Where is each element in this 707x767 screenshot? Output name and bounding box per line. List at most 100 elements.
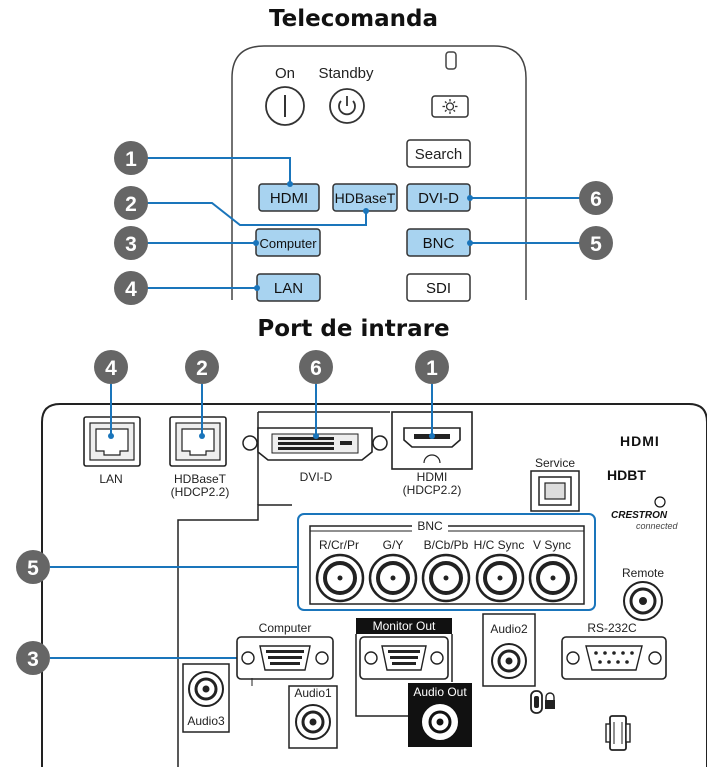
remote-port[interactable] bbox=[623, 581, 663, 621]
audio2-label: Audio2 bbox=[490, 622, 528, 636]
callout-3-remote: 3 bbox=[114, 226, 148, 260]
audio-out-label: Audio Out bbox=[413, 685, 467, 699]
callout-1-remote: 1 bbox=[114, 141, 148, 175]
audio-out-port[interactable] bbox=[422, 704, 458, 740]
bnc-hcsync-label: H/C Sync bbox=[474, 538, 525, 552]
svg-text:5: 5 bbox=[27, 557, 39, 580]
svg-text:2: 2 bbox=[196, 357, 208, 380]
bnc-bcbpb-port[interactable] bbox=[421, 553, 471, 603]
hdmi-port-label: HDMI bbox=[417, 470, 448, 484]
sdi-button[interactable]: SDI bbox=[406, 273, 471, 302]
crestron-logo: CRESTRON connected bbox=[611, 496, 679, 531]
security-slot-icon bbox=[530, 690, 543, 714]
svg-text:connected: connected bbox=[636, 521, 679, 531]
search-button[interactable]: Search bbox=[406, 139, 471, 168]
on-label: On bbox=[275, 65, 295, 82]
svg-text:6: 6 bbox=[310, 357, 322, 380]
standby-button[interactable] bbox=[329, 88, 365, 124]
svg-text:Computer: Computer bbox=[259, 236, 317, 251]
svg-text:1: 1 bbox=[125, 148, 137, 171]
hdmi-button[interactable]: HDMI bbox=[258, 183, 320, 212]
dvid-button[interactable]: DVI-D bbox=[406, 183, 471, 212]
callout-2-ports: 2 bbox=[185, 350, 219, 384]
indicator-icon bbox=[445, 51, 457, 70]
svg-text:BNC: BNC bbox=[423, 235, 455, 252]
dvid-port-label: DVI-D bbox=[300, 470, 333, 484]
audio1-label: Audio1 bbox=[294, 686, 332, 700]
brightness-button[interactable] bbox=[431, 95, 469, 118]
rs232c-label: RS-232C bbox=[587, 621, 637, 635]
bnc-vsync-label: V Sync bbox=[533, 538, 571, 552]
hdbaset-port-label: HDBaseT bbox=[174, 472, 227, 486]
callout-1-ports: 1 bbox=[415, 350, 449, 384]
callout-6-ports: 6 bbox=[299, 350, 333, 384]
svg-text:3: 3 bbox=[27, 648, 39, 671]
svg-text:CRESTRON: CRESTRON bbox=[611, 510, 668, 521]
callout-4-remote: 4 bbox=[114, 271, 148, 305]
computer-button[interactable]: Computer bbox=[255, 228, 321, 257]
monitor-out-port[interactable] bbox=[359, 636, 449, 680]
power-icon bbox=[338, 100, 356, 116]
hdbaset-logo: HDBT bbox=[607, 467, 646, 483]
svg-text:4: 4 bbox=[125, 278, 137, 301]
callout-5-remote: 5 bbox=[579, 226, 613, 260]
audio2-port[interactable] bbox=[491, 643, 527, 679]
bnc-hcsync-port[interactable] bbox=[475, 553, 525, 603]
svg-text:DVI-D: DVI-D bbox=[418, 190, 459, 207]
svg-text:3: 3 bbox=[125, 233, 137, 256]
callout-4-ports: 4 bbox=[94, 350, 128, 384]
svg-text:2: 2 bbox=[125, 193, 137, 216]
lan-button[interactable]: LAN bbox=[256, 273, 321, 302]
bnc-button[interactable]: BNC bbox=[406, 228, 471, 257]
sun-icon bbox=[442, 99, 458, 114]
hdbaset-button[interactable]: HDBaseT bbox=[332, 183, 398, 212]
callout-3-ports: 3 bbox=[16, 641, 50, 675]
remote-title: Telecomanda bbox=[269, 6, 438, 32]
security-bar-icon bbox=[605, 715, 631, 751]
rs232c-port[interactable] bbox=[561, 636, 667, 680]
dvid-port[interactable] bbox=[242, 427, 388, 461]
svg-text:5: 5 bbox=[590, 233, 602, 256]
audio3-port[interactable] bbox=[188, 671, 224, 707]
hdmi-port-sublabel: (HDCP2.2) bbox=[403, 483, 462, 497]
lock-icon bbox=[545, 692, 555, 709]
remote-port-label: Remote bbox=[622, 566, 664, 580]
audio3-label: Audio3 bbox=[187, 714, 225, 728]
remote-leader-lines bbox=[145, 157, 580, 289]
monitor-out-label: Monitor Out bbox=[373, 619, 436, 633]
svg-text:Search: Search bbox=[415, 146, 463, 163]
computer-port[interactable] bbox=[236, 636, 334, 680]
bnc-gy-label: G/Y bbox=[383, 538, 404, 552]
callout-6-remote: 6 bbox=[579, 181, 613, 215]
hdmi-logo: HDMI bbox=[620, 433, 660, 449]
svg-text:HDBaseT: HDBaseT bbox=[335, 190, 396, 206]
standby-label: Standby bbox=[318, 65, 374, 82]
svg-text:6: 6 bbox=[590, 188, 602, 211]
svg-text:4: 4 bbox=[105, 357, 117, 380]
bnc-rcrpr-label: R/Cr/Pr bbox=[319, 538, 359, 552]
bnc-group-label: BNC bbox=[417, 519, 443, 533]
ports-title: Port de intrare bbox=[257, 316, 450, 342]
remote-control: On Standby bbox=[114, 45, 613, 305]
service-port-label: Service bbox=[535, 456, 575, 470]
lan-port-label: LAN bbox=[99, 472, 122, 486]
hdbaset-port[interactable] bbox=[169, 416, 227, 467]
service-port[interactable] bbox=[530, 470, 580, 512]
hdbaset-port-sublabel: (HDCP2.2) bbox=[171, 485, 230, 499]
callout-5-ports: 5 bbox=[16, 550, 50, 584]
svg-text:LAN: LAN bbox=[274, 280, 303, 297]
bnc-vsync-port[interactable] bbox=[528, 553, 578, 603]
svg-text:HDBT: HDBT bbox=[607, 467, 646, 483]
computer-port-label: Computer bbox=[259, 621, 312, 635]
on-button[interactable] bbox=[265, 86, 305, 126]
ports-panel: 4 2 6 1 5 3 bbox=[16, 350, 707, 767]
svg-text:HDMI: HDMI bbox=[270, 190, 308, 207]
bnc-rcrpr-port[interactable] bbox=[315, 553, 365, 603]
svg-text:SDI: SDI bbox=[426, 280, 451, 297]
audio1-port[interactable] bbox=[295, 704, 331, 740]
bnc-gy-port[interactable] bbox=[368, 553, 418, 603]
callout-2-remote: 2 bbox=[114, 186, 148, 220]
svg-text:1: 1 bbox=[426, 357, 438, 380]
